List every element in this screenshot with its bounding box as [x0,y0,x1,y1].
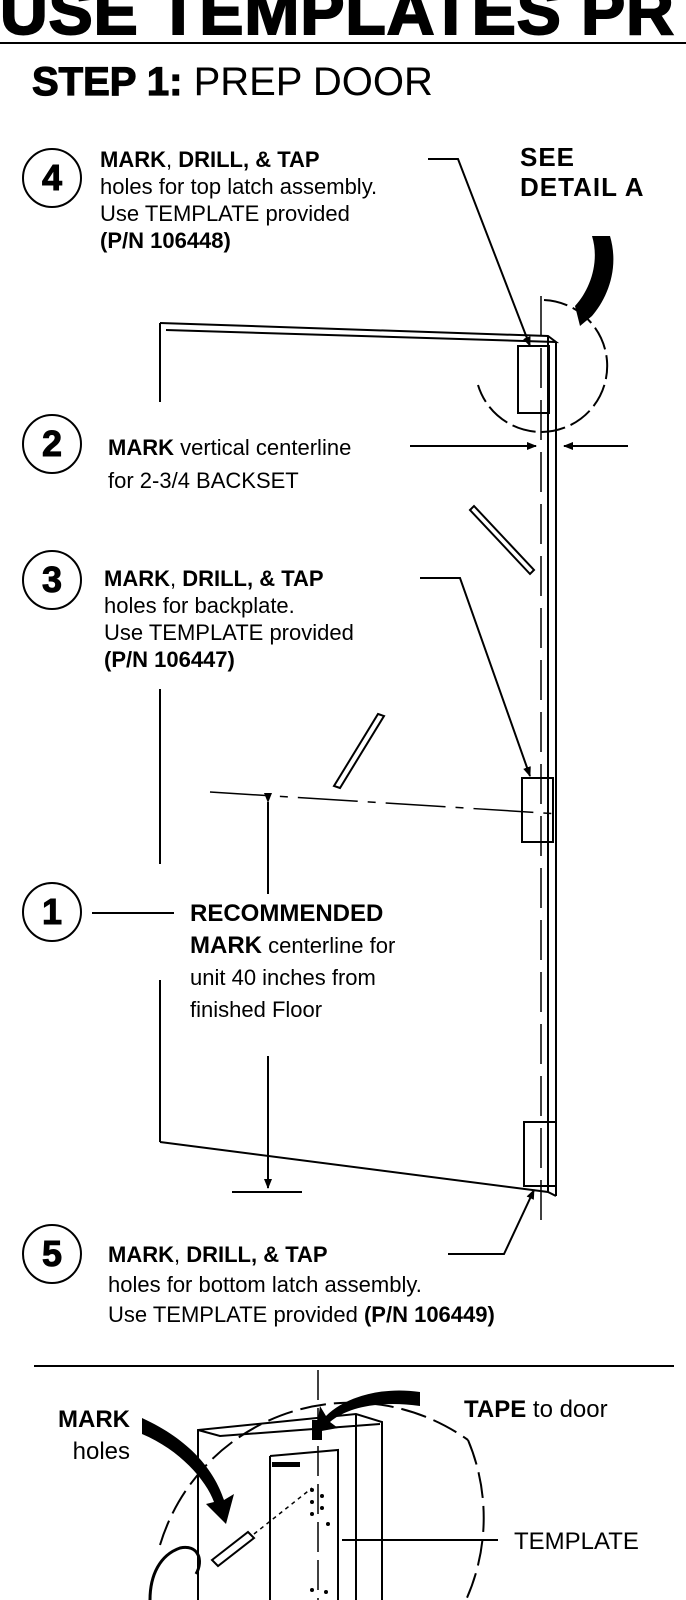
callout-number-4: 4 [22,148,82,208]
callout-3-line3: Use TEMPLATE provided [104,620,354,645]
callout-4-comma: , [166,147,179,172]
leader-5 [448,1189,535,1255]
leader-4 [428,158,531,347]
callout-1-mark: MARK [190,932,262,959]
template-mark [272,1462,300,1467]
callout-2-rest: vertical centerline [174,435,352,460]
step-title: PREP DOOR [193,60,433,104]
callout-2-mark: MARK [108,435,174,460]
callout-2-text: MARK vertical centerline for 2-3/4 BACKS… [108,434,351,494]
callout-5-line3: Use TEMPLATE provided [108,1302,364,1327]
pencil-detail [210,1530,256,1568]
tape-rest: to door [526,1396,608,1423]
callout-3-mark: MARK [104,566,170,591]
template-holes [310,1488,330,1594]
see-label: SEE [520,142,576,172]
mark-holes-arrow [142,1418,234,1524]
callout-3-line2: holes for backplate. [104,593,295,618]
callout-number-1: 1 [22,882,82,942]
callout-5-line2: holes for bottom latch assembly. [108,1272,422,1297]
pencil-dash [253,1487,313,1535]
callout-4-part-number: (P/N 106448) [100,228,231,253]
callout-3-part-number: (P/N 106447) [104,647,235,672]
mark-holes-bold: MARK [58,1406,130,1433]
callout-number-2: 2 [22,414,82,474]
callout-1-line3: unit 40 inches from [190,965,376,990]
pencil-upper [468,504,536,576]
callout-1-recommended: RECOMMENDED [190,900,384,927]
hand-outline [148,1545,201,1600]
see-detail-reference: SEE DETAIL A [520,142,645,202]
page-header-title: USE TEMPLATES PR [0,0,675,48]
top-latch-plate [517,345,550,414]
callout-5-comma: , [174,1242,187,1267]
callout-3-drill: DRILL, & TAP [182,566,324,591]
door-bottom-edge [159,1141,557,1197]
template-label: TEMPLATE [514,1528,639,1555]
bottom-latch-plate [523,1121,557,1187]
callout-1-rest: centerline for [262,933,396,958]
tape-bold: TAPE [464,1396,527,1423]
template-sheet [269,1448,339,1600]
callout-3-text: MARK, DRILL, & TAP holes for backplate. … [104,565,354,673]
backplate-rect [521,777,554,843]
callout-number-5: 5 [22,1224,82,1284]
tape-arrow [316,1390,420,1432]
callout-5-text: MARK, DRILL, & TAP holes for bottom latc… [108,1240,495,1330]
callout-4-line3: Use TEMPLATE provided [100,201,350,226]
step-heading: STEP 1: PREP DOOR [31,58,433,106]
see-detail-arrow [575,236,614,326]
callout-3-comma: , [170,566,183,591]
mark-holes-label: MARK holes [38,1404,130,1468]
detail-a-label: DETAIL A [520,172,645,202]
callout-5-mark: MARK [108,1242,174,1267]
callout-4-text: MARK, DRILL, & TAP holes for top latch a… [100,146,377,254]
callout-1-line4: finished Floor [190,997,323,1022]
door-top-edge [159,322,560,344]
callout-number-3: 3 [22,550,82,610]
step-label: STEP 1: [31,59,183,104]
callout-2-line2: for 2-3/4 BACKSET [108,468,299,493]
callout-5-drill: DRILL, & TAP [186,1242,328,1267]
tape-label: TAPE to door [464,1396,608,1423]
leader-3 [420,577,531,777]
detail-circle [159,1401,469,1546]
pencil-lower [332,712,386,790]
callout-5-part-number: (P/N 106449) [363,1302,495,1327]
callout-4-line2: holes for top latch assembly. [100,174,378,199]
callout-1-text: RECOMMENDED MARK centerline for unit 40 … [190,898,395,1026]
tape-piece [312,1420,322,1440]
callout-4-mark: MARK [100,147,166,172]
detail-circle-right [465,1439,485,1600]
header-rule [0,42,686,44]
mark-holes-rest: holes [72,1438,130,1465]
callout-4-drill: DRILL, & TAP [178,147,320,172]
horizontal-centerline [209,791,561,815]
